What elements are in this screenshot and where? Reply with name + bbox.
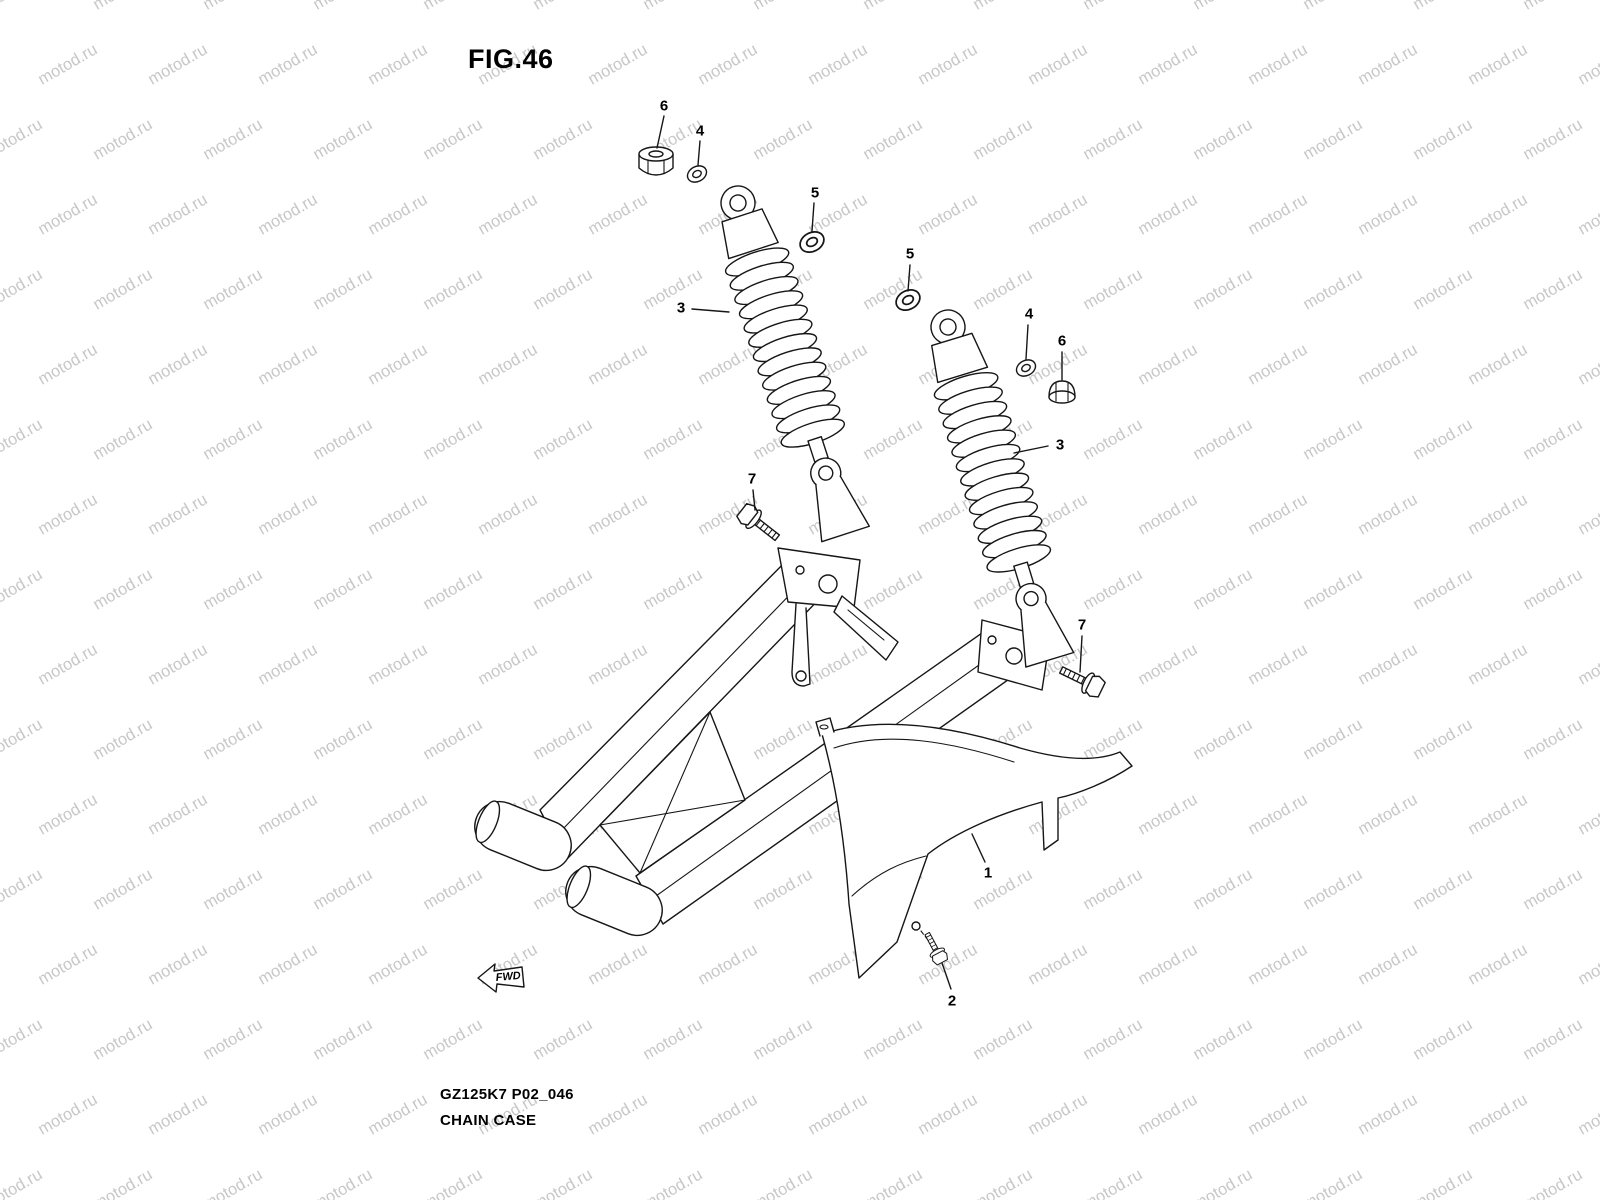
cap-nut-6-right bbox=[1048, 380, 1076, 404]
fwd-direction-marker: FWD bbox=[477, 963, 525, 993]
chain-case bbox=[815, 717, 1133, 979]
part-callout-4: 4 bbox=[695, 122, 705, 140]
part-callout-3: 3 bbox=[676, 299, 686, 317]
nut-6-left bbox=[638, 146, 674, 176]
part-callout-6: 6 bbox=[659, 97, 669, 115]
footer: GZ125K7 P02_046 CHAIN CASE bbox=[440, 1082, 574, 1134]
part-callout-6: 6 bbox=[1057, 332, 1067, 350]
part-callout-1: 1 bbox=[983, 864, 993, 882]
part-callout-5: 5 bbox=[810, 184, 820, 202]
part-callout-4: 4 bbox=[1024, 305, 1034, 323]
part-callout-3: 3 bbox=[1055, 436, 1065, 454]
figure-title: FIG.46 bbox=[468, 44, 554, 74]
part-callout-7: 7 bbox=[747, 470, 757, 488]
fwd-label: FWD bbox=[495, 970, 521, 984]
leader-lines bbox=[656, 115, 1083, 990]
part-callout-2: 2 bbox=[947, 992, 957, 1010]
footer-model-code: GZ125K7 P02_046 bbox=[440, 1086, 574, 1103]
footer-figure-name: CHAIN CASE bbox=[440, 1112, 537, 1129]
part-callout-7: 7 bbox=[1077, 616, 1087, 634]
swingarm bbox=[474, 547, 1051, 937]
part-callout-5: 5 bbox=[905, 245, 915, 263]
